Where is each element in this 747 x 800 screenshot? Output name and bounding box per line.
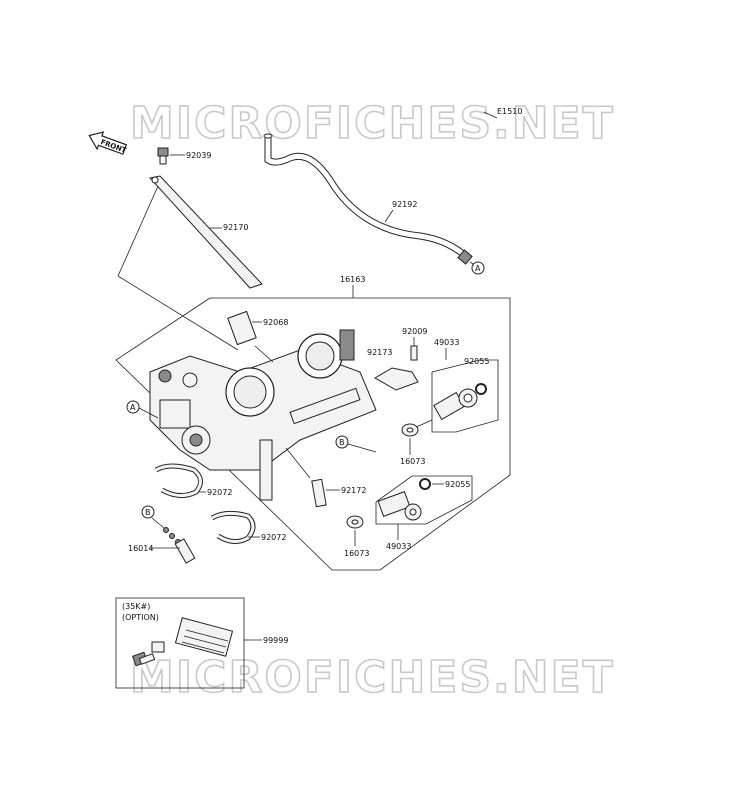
label-16014: 16014 xyxy=(128,544,153,553)
option-kit-99999 xyxy=(132,617,234,667)
callout-b-left: B xyxy=(145,508,151,517)
label-92173: 92173 xyxy=(367,348,392,357)
throttle-body-assembly xyxy=(149,329,377,501)
label-99999: 99999 xyxy=(263,636,288,645)
option-line2: (OPTION) xyxy=(122,613,159,622)
hose-92192 xyxy=(263,133,473,265)
injector-49033-top xyxy=(433,388,478,421)
callout-b-center: B xyxy=(339,438,345,447)
label-92170: 92170 xyxy=(223,223,248,232)
label-16163: 16163 xyxy=(340,275,365,284)
strap-92170 xyxy=(149,175,263,289)
ref-code: E1510 xyxy=(497,107,522,116)
label-16073-bottom: 16073 xyxy=(344,549,369,558)
option-box xyxy=(115,597,245,689)
fitting-92172 xyxy=(311,478,327,508)
label-92009: 92009 xyxy=(402,327,427,336)
clamp-92072-bottom xyxy=(210,510,256,544)
label-49033-top: 49033 xyxy=(434,338,459,347)
callout-a-left: A xyxy=(130,403,136,412)
clamp-92072-top xyxy=(154,463,203,498)
bolt-92039 xyxy=(157,147,169,165)
bracket-92173 xyxy=(374,367,419,391)
label-49033-bottom: 49033 xyxy=(386,542,411,551)
watermark-top: MICROFICHES.NET xyxy=(130,98,615,149)
label-92072-bottom: 92072 xyxy=(261,533,286,542)
label-92068: 92068 xyxy=(263,318,288,327)
cap-92068 xyxy=(227,310,257,346)
front-arrow-icon: FRONT xyxy=(88,131,128,155)
label-92072-top: 92072 xyxy=(207,488,232,497)
option-line1: (35K#) xyxy=(122,602,150,611)
watermark-bottom: MICROFICHES.NET xyxy=(130,652,615,703)
injector-49033-bottom xyxy=(377,491,422,521)
label-92055-top: 92055 xyxy=(464,357,489,366)
label-92055-bottom: 92055 xyxy=(445,480,470,489)
callout-a-top: A xyxy=(475,264,481,273)
label-92172: 92172 xyxy=(341,486,366,495)
label-92192: 92192 xyxy=(392,200,417,209)
screw-16014 xyxy=(163,527,196,564)
label-16073-top: 16073 xyxy=(400,457,425,466)
label-92039: 92039 xyxy=(186,151,211,160)
